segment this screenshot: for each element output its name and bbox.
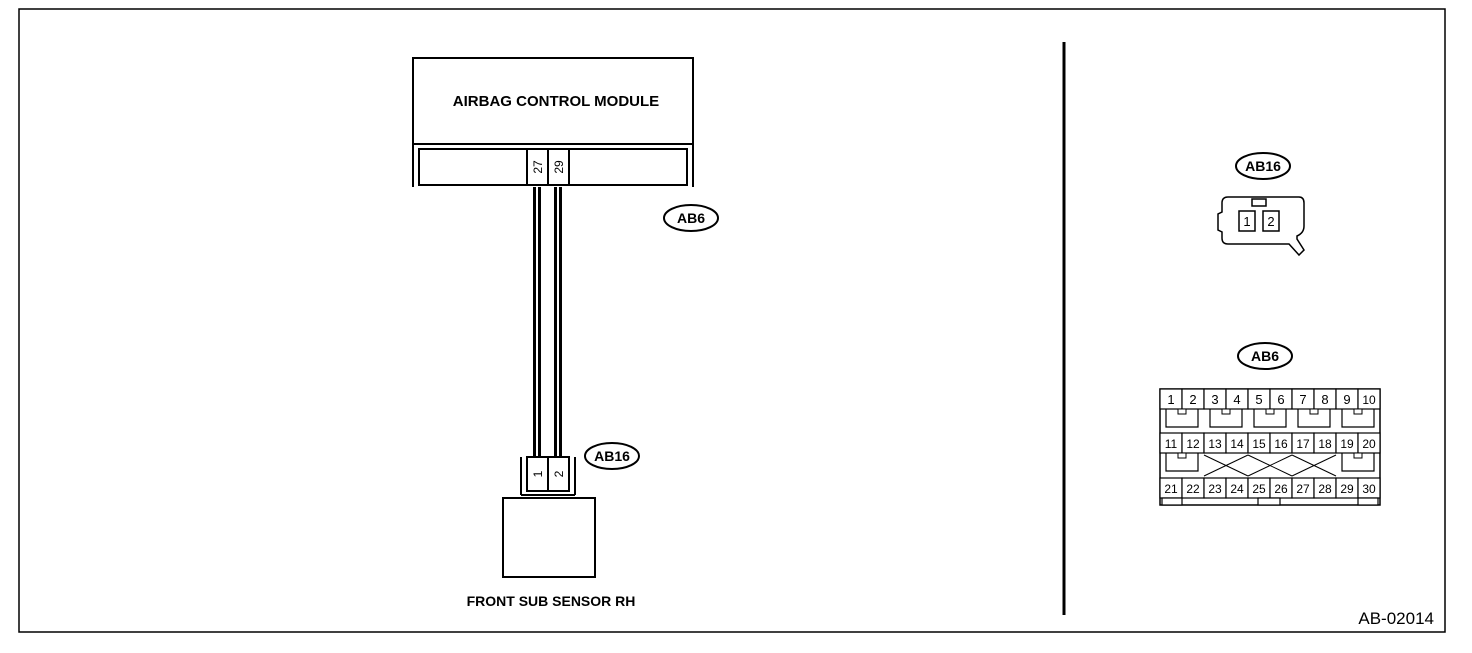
- ab6-bottom-tab: [1161, 497, 1183, 506]
- ab6-cavity: [1341, 409, 1375, 428]
- ab16-latch: [1251, 198, 1267, 207]
- ab6-cavity: [1297, 409, 1331, 428]
- connector-tag-ab6-label: AB6: [677, 210, 705, 226]
- module-pin-29-cell: [547, 148, 570, 186]
- ab6-blank-x: [1291, 454, 1337, 477]
- ab6-pin-label: 17: [1296, 437, 1310, 451]
- ab6-pin-label: 30: [1362, 482, 1376, 496]
- ab6-pin-label: 6: [1277, 392, 1284, 407]
- ab6-key: [1309, 408, 1319, 415]
- ab6-key: [1221, 408, 1231, 415]
- ab6-pin-label: 8: [1321, 392, 1328, 407]
- ab6-pin-label: 4: [1233, 392, 1240, 407]
- ab6-cavity: [1253, 409, 1287, 428]
- ab6-pin-label: 9: [1343, 392, 1350, 407]
- ab6-blank-x: [1247, 454, 1293, 477]
- ab6-pin-cell: [1357, 432, 1381, 454]
- ab6-pin-label: 22: [1186, 482, 1200, 496]
- ab6-pin-label: 3: [1211, 392, 1218, 407]
- sensor-label: FRONT SUB SENSOR RH: [467, 593, 636, 609]
- ab6-blank-x: [1203, 454, 1249, 477]
- ab6-key: [1353, 408, 1363, 415]
- legend-ab16: AB16 1 2: [1217, 152, 1305, 257]
- ab6-bottom-tab: [1257, 497, 1281, 506]
- ab6-pin-label: 1: [1167, 392, 1174, 407]
- ab6-key: [1265, 408, 1275, 415]
- ab6-pin-label: 10: [1362, 393, 1376, 407]
- connector-tag-ab16-label: AB16: [594, 448, 630, 464]
- sensor-pin-1: 1: [531, 470, 545, 477]
- module-pin-29: 29: [552, 160, 566, 174]
- connector-tag-ab16: AB16: [584, 442, 640, 470]
- sensor-connector: 1 2: [520, 456, 576, 496]
- ab6-pin-label: 7: [1299, 392, 1306, 407]
- ab6-key: [1177, 452, 1187, 459]
- ab6-pin-label: 19: [1340, 437, 1354, 451]
- ab6-bottom-tab: [1357, 497, 1379, 506]
- legend-ab6-label: AB6: [1251, 348, 1279, 364]
- ab6-pin-label: 25: [1252, 482, 1266, 496]
- ab6-pin-label: 5: [1255, 392, 1262, 407]
- ab6-pin-label: 13: [1208, 437, 1222, 451]
- outer-border: [18, 8, 1446, 633]
- sensor-pin-2: 2: [552, 470, 566, 477]
- ab6-pin-label: 20: [1362, 437, 1376, 451]
- ab16-pin-1: 1: [1243, 214, 1250, 229]
- ab6-pin-label: 16: [1274, 437, 1288, 451]
- module-pin-27: 27: [531, 160, 545, 174]
- wire-harness: [533, 187, 562, 457]
- ab6-cavity: [1165, 453, 1199, 472]
- ab6-pin-label: 26: [1274, 482, 1288, 496]
- ab6-pin-label: 2: [1189, 392, 1196, 407]
- ab6-pin-label: 21: [1164, 482, 1178, 496]
- ab6-pin-label: 15: [1252, 437, 1266, 451]
- ab6-key: [1177, 408, 1187, 415]
- ab6-pin-label: 28: [1318, 482, 1332, 496]
- ab6-pin-label: 14: [1230, 437, 1244, 451]
- module-label: AIRBAG CONTROL MODULE: [453, 93, 659, 110]
- airbag-control-module: AIRBAG CONTROL MODULE 27 29: [412, 57, 694, 187]
- ab6-pin-label: 29: [1340, 482, 1354, 496]
- ab16-pin-2: 2: [1267, 214, 1274, 229]
- ab6-pin-label: 12: [1186, 437, 1200, 451]
- ab6-pin-cell: [1357, 388, 1381, 410]
- ab6-key: [1353, 452, 1363, 459]
- legend-ab16-label: AB16: [1245, 158, 1281, 174]
- ab6-cavity: [1209, 409, 1243, 428]
- ab6-cavity: [1341, 453, 1375, 472]
- front-sub-sensor-rh: FRONT SUB SENSOR RH: [467, 497, 636, 609]
- connector-tag-ab6: AB6: [663, 204, 719, 232]
- ab6-pin-label: 23: [1208, 482, 1222, 496]
- ab6-pin-label: 24: [1230, 482, 1244, 496]
- ab6-cavity: [1165, 409, 1199, 428]
- ab6-pin-label: 11: [1165, 437, 1178, 451]
- ab6-pin-label: 27: [1296, 482, 1310, 496]
- ab6-pin-label: 18: [1318, 437, 1332, 451]
- figure-id: AB-02014: [1358, 609, 1434, 628]
